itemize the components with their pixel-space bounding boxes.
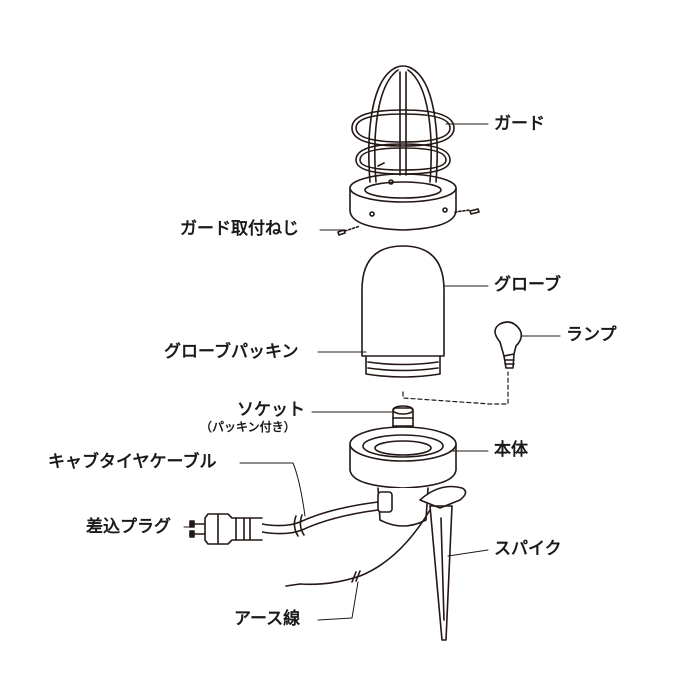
earth-wire-part <box>285 509 431 587</box>
body-part <box>349 426 457 527</box>
label-socket: ソケット <box>237 400 305 420</box>
label-guard: ガード <box>494 114 545 134</box>
label-cable: キャブタイヤケーブル <box>48 452 217 472</box>
lamp-part <box>494 321 523 369</box>
label-globe-packing: グローブパッキン <box>164 342 299 362</box>
label-globe: グローブ <box>494 275 561 295</box>
label-earth-wire: アース線 <box>234 609 301 629</box>
guard-screws <box>337 208 480 236</box>
label-plug: 差込プラグ <box>86 517 171 537</box>
label-lamp: ランプ <box>566 325 617 345</box>
label-guard-screw: ガード取付ねじ <box>180 219 299 239</box>
spike-part <box>419 485 467 641</box>
guard-part <box>349 65 457 231</box>
plug-part <box>189 513 263 545</box>
label-spike: スパイク <box>494 539 562 559</box>
label-socket-note: （パッキン付き） <box>200 420 296 434</box>
globe-part <box>361 245 445 378</box>
cable-part <box>261 501 379 537</box>
label-body: 本体 <box>494 440 528 460</box>
leader-lines <box>183 123 561 621</box>
